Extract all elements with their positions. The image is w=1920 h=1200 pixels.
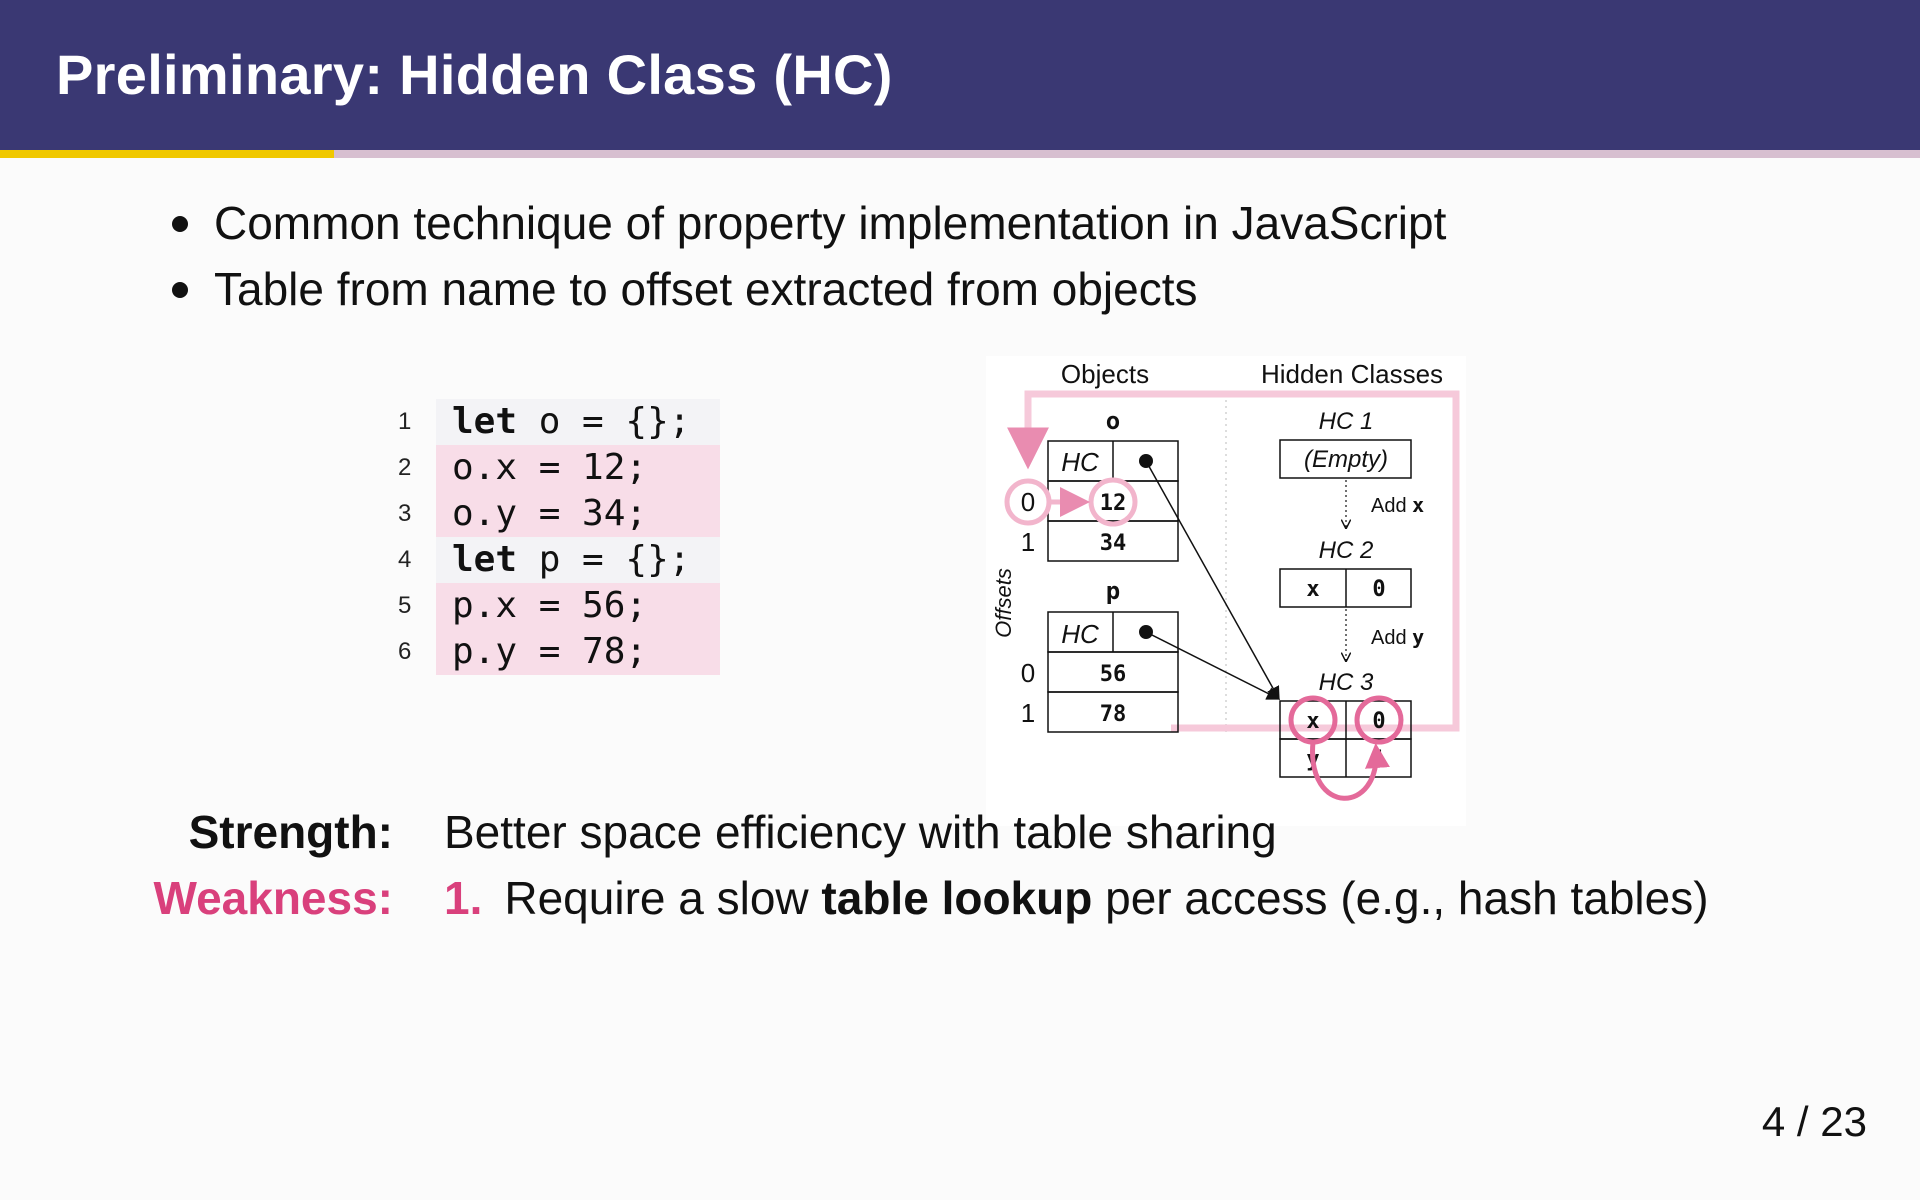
hc2-offset: 0 [1372, 577, 1385, 602]
hc2-key: x [1306, 577, 1319, 602]
page-number: 4 / 23 [1761, 1098, 1867, 1145]
transition-add-x: Add x [1371, 493, 1424, 517]
code-line-number: 3 [398, 500, 412, 527]
code-text: o.x = 12; [452, 447, 648, 488]
weakness-line: Weakness: 1. Require a slow table lookup … [0, 871, 1920, 937]
object-o-name: o [1106, 407, 1120, 435]
hc3-offset-0: 0 [1372, 709, 1385, 734]
code-text: p.x = 56; [452, 585, 648, 626]
code-text: o = {}; [517, 401, 691, 442]
code-keyword: let [452, 401, 518, 442]
weakness-text: 1. Require a slow table lookup per access… [444, 871, 1709, 925]
code-text: p = {}; [517, 539, 691, 580]
code-line-source: o.y = 34; [436, 491, 720, 537]
bullet-item: Common technique of property implementat… [160, 190, 1446, 256]
hidden-classes-heading: Hidden Classes [1261, 359, 1443, 389]
slide-progress-fill [0, 150, 335, 158]
code-line-number: 5 [398, 592, 412, 619]
code-listing: 1 let o = {}; 2 o.x = 12; 3 o.y = 34; 4 let p =… [392, 399, 720, 675]
strength-line: Strength: Better space efficiency with t… [0, 805, 1920, 871]
code-line: 5 p.x = 56; [392, 583, 720, 629]
hc2-name: HC 2 [1319, 537, 1374, 564]
hidden-class-diagram: Objects Hidden Classes Offsets o HC 12 3… [986, 356, 1466, 826]
code-line-source: let p = {}; [436, 537, 720, 583]
code-line-number: 2 [398, 454, 412, 481]
slide-header: Preliminary: Hidden Class (HC) [0, 0, 1920, 150]
hc3-name: HC 3 [1319, 669, 1374, 696]
object-p-hc-label: HC [1061, 619, 1099, 649]
weakness-text-after: per access (e.g., hash tables) [1092, 872, 1709, 924]
bullet-item: Table from name to offset extracted from… [160, 256, 1446, 322]
object-o-offset-0: 0 [1021, 487, 1035, 517]
hc1-name: HC 1 [1319, 408, 1374, 435]
object-p-table [1047, 611, 1179, 733]
code-line-source: p.y = 78; [436, 629, 720, 675]
code-line-source: p.x = 56; [436, 583, 720, 629]
weakness-text-bold: table lookup [821, 872, 1093, 924]
code-line-source: let o = {}; [436, 399, 720, 445]
object-o-slot-1: 34 [1100, 531, 1127, 556]
bullet-list: Common technique of property implementat… [160, 190, 1446, 322]
object-o-offset-1: 1 [1021, 527, 1035, 557]
strength-label: Strength: [188, 806, 393, 858]
objects-heading: Objects [1061, 359, 1149, 389]
hc3-key-0: x [1306, 709, 1319, 734]
code-line: 1 let o = {}; [392, 399, 720, 445]
transition-add-y: Add y [1371, 625, 1424, 649]
object-p-slot-0: 56 [1100, 662, 1127, 687]
code-text: o.y = 34; [452, 493, 648, 534]
code-keyword: let [452, 539, 518, 580]
object-p-offset-0: 0 [1021, 658, 1035, 688]
summary: Strength: Better space efficiency with t… [0, 805, 1920, 937]
code-line: 2 o.x = 12; [392, 445, 720, 491]
hc2-table [1279, 568, 1412, 608]
weakness-label: Weakness: [153, 872, 393, 924]
object-p-offset-1: 1 [1021, 698, 1035, 728]
slide-title: Preliminary: Hidden Class (HC) [56, 43, 893, 106]
code-line-number: 1 [398, 408, 412, 435]
o-hc-pointer [1145, 460, 1280, 701]
object-o-slot-0: 12 [1100, 491, 1127, 516]
object-p-slot-1: 78 [1100, 702, 1127, 727]
strength-text: Better space efficiency with table shari… [444, 806, 1277, 858]
hc1-content: (Empty) [1304, 446, 1388, 473]
weakness-number: 1. [444, 872, 483, 924]
p-hc-pointer [1145, 631, 1281, 700]
code-line-number: 6 [398, 638, 412, 665]
code-line: 3 o.y = 34; [392, 491, 720, 537]
weakness-text-before: Require a slow [504, 872, 822, 924]
code-line-source: o.x = 12; [436, 445, 720, 491]
hc3-table [1279, 700, 1412, 778]
offsets-label: Offsets [991, 568, 1016, 638]
code-line-number: 4 [398, 546, 412, 573]
object-p-name: p [1106, 577, 1120, 605]
code-line: 4 let p = {}; [392, 537, 720, 583]
code-text: p.y = 78; [452, 631, 648, 672]
slide-progress-bar [0, 150, 1920, 158]
code-line: 6 p.y = 78; [392, 629, 720, 675]
object-o-hc-label: HC [1061, 447, 1099, 477]
